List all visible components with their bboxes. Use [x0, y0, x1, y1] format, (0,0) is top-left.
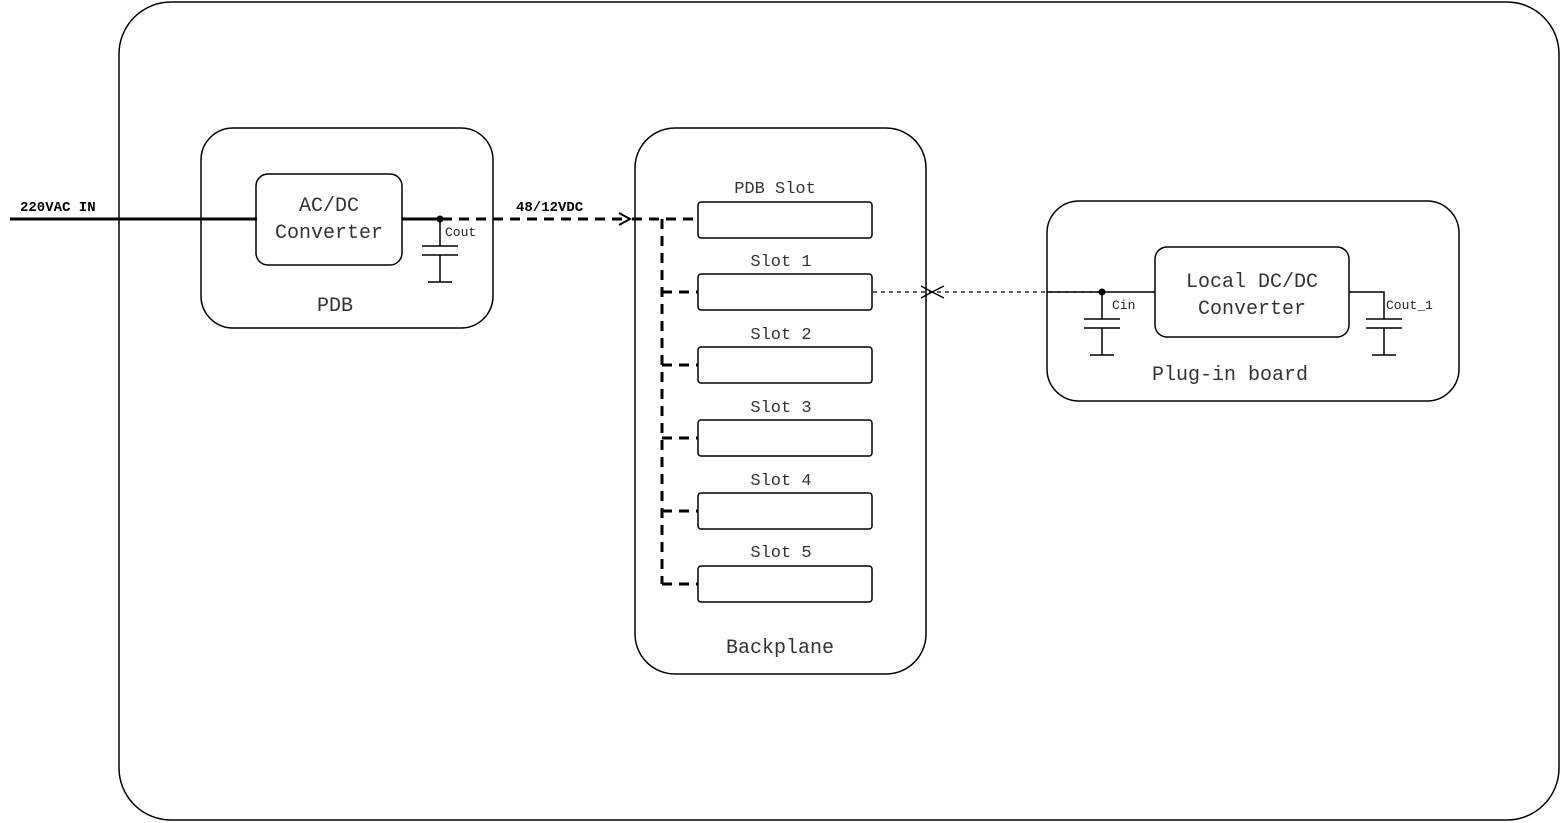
slot-1-connector — [697, 273, 873, 311]
pdb-title: PDB — [317, 295, 353, 318]
plugin-board-box — [1046, 200, 1460, 402]
slot-4-connector — [697, 492, 873, 530]
arrow-head-icon — [930, 285, 945, 299]
cin-label: Cin — [1112, 298, 1135, 313]
slot-3-connector — [697, 419, 873, 457]
cout1-capacitor-icon — [1349, 291, 1402, 356]
ac-dc-converter-line2: Converter — [275, 222, 383, 245]
backplane-bus — [632, 217, 698, 586]
bus-label: 48/12VDC — [516, 200, 584, 216]
slot-1-label: Slot 1 — [750, 253, 811, 272]
slot-5: Slot 5 — [697, 544, 873, 603]
slot-3-label: Slot 3 — [750, 399, 811, 418]
slot-5-label: Slot 5 — [750, 544, 811, 563]
pdb-box — [200, 127, 494, 329]
local-dc-dc-converter-line1: Local DC/DC — [1186, 271, 1318, 294]
cout1-label: Cout_1 — [1386, 298, 1433, 313]
cin-capacitor-icon — [1084, 292, 1120, 356]
cout-capacitor-icon — [422, 219, 458, 283]
slot-5-connector — [697, 565, 873, 603]
slot-2-label: Slot 2 — [750, 326, 811, 345]
slot-4: Slot 4 — [697, 472, 873, 530]
slot-3: Slot 3 — [697, 399, 873, 457]
slot-pdb: PDB Slot — [697, 180, 873, 239]
slot-1: Slot 1 — [697, 253, 873, 311]
outer-enclosure — [118, 1, 1560, 821]
slot-4-label: Slot 4 — [750, 472, 811, 491]
cout-label: Cout — [445, 225, 476, 240]
backplane-title: Backplane — [726, 637, 834, 660]
ac-dc-converter-line1: AC/DC — [299, 195, 359, 218]
ac-dc-converter — [255, 173, 403, 266]
slot-2: Slot 2 — [697, 326, 873, 384]
backplane-box — [634, 127, 927, 675]
slot-pdb-label: PDB Slot — [734, 180, 816, 199]
slot-pdb-connector — [697, 201, 873, 239]
input-label: 220VAC IN — [20, 200, 96, 216]
plugin-board-title: Plug-in board — [1152, 364, 1308, 387]
slot-2-connector — [697, 346, 873, 384]
local-dc-dc-converter-line2: Converter — [1198, 298, 1306, 321]
